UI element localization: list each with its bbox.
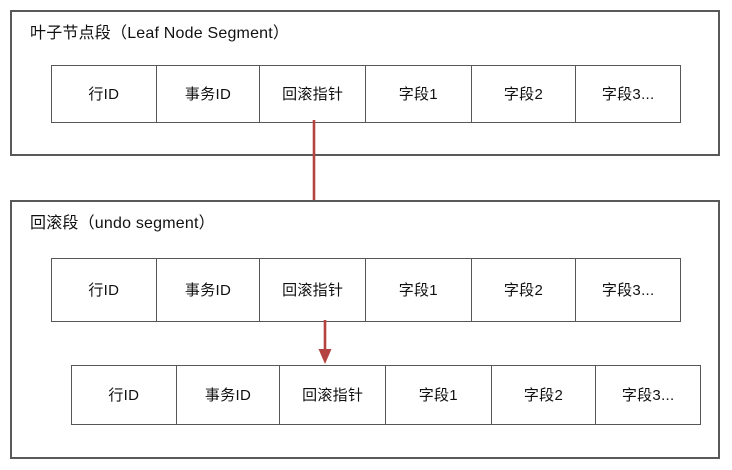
record-row-undo-2: 行ID 事务ID 回滚指针 字段1 字段2 字段3... — [71, 365, 701, 425]
record-cell-field-1: 字段1 — [386, 366, 492, 424]
record-cell-row-id: 行ID — [72, 366, 177, 424]
segment-title-undo: 回滚段（undo segment） — [30, 215, 215, 232]
record-row-undo-1: 行ID 事务ID 回滚指针 字段1 字段2 字段3... — [51, 258, 681, 322]
record-cell-rollback-pointer: 回滚指针 — [260, 259, 366, 321]
record-cell-row-id: 行ID — [52, 66, 157, 122]
record-cell-field-2: 字段2 — [472, 66, 577, 122]
record-row-leaf: 行ID 事务ID 回滚指针 字段1 字段2 字段3... — [51, 65, 681, 123]
segment-title-leaf-node: 叶子节点段（Leaf Node Segment） — [30, 25, 290, 42]
record-cell-field-1: 字段1 — [366, 66, 472, 122]
record-cell-field-2: 字段2 — [472, 259, 577, 321]
record-cell-rollback-pointer: 回滚指针 — [280, 366, 386, 424]
record-cell-field-3: 字段3... — [601, 85, 655, 103]
record-cell-row-id: 行ID — [52, 259, 157, 321]
record-cell-field-1: 字段1 — [366, 259, 472, 321]
record-cell-transaction-id: 事务ID — [157, 259, 261, 321]
record-cell-field-2: 字段2 — [492, 366, 597, 424]
record-cell-field-3: 字段3... — [601, 281, 655, 299]
arrow-undo-to-undo-2-icon — [318, 320, 332, 364]
record-cell-transaction-id: 事务ID — [177, 366, 281, 424]
record-cell-field-3: 字段3... — [621, 386, 675, 404]
record-cell-transaction-id: 事务ID — [157, 66, 261, 122]
record-cell-rollback-pointer: 回滚指针 — [260, 66, 366, 122]
